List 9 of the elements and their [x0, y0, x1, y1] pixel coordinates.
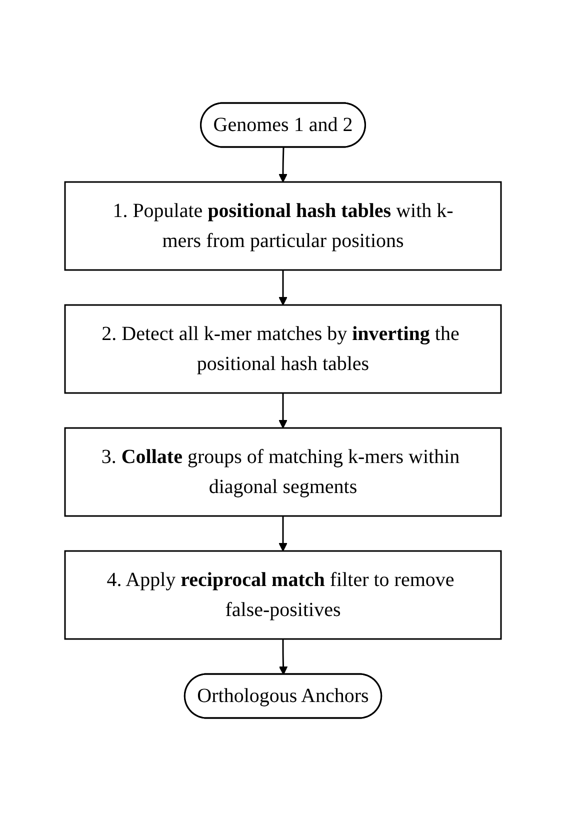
arrow	[278, 392, 288, 428]
arrow	[278, 638, 288, 674]
arrow	[278, 516, 288, 551]
node-box: 1. Populate positional hash tables with k-mers from particular positions	[64, 180, 502, 270]
node-box: 2. Detect all k-mer matches by inverting the positional hash tables	[64, 304, 502, 394]
arrow	[278, 270, 288, 305]
arrow	[278, 146, 288, 182]
node-box: 3. Collate groups of matching k-mers within diagonal segments	[64, 426, 502, 516]
node-box: 4. Apply reciprocal match filter to remove false-positives	[64, 550, 502, 640]
